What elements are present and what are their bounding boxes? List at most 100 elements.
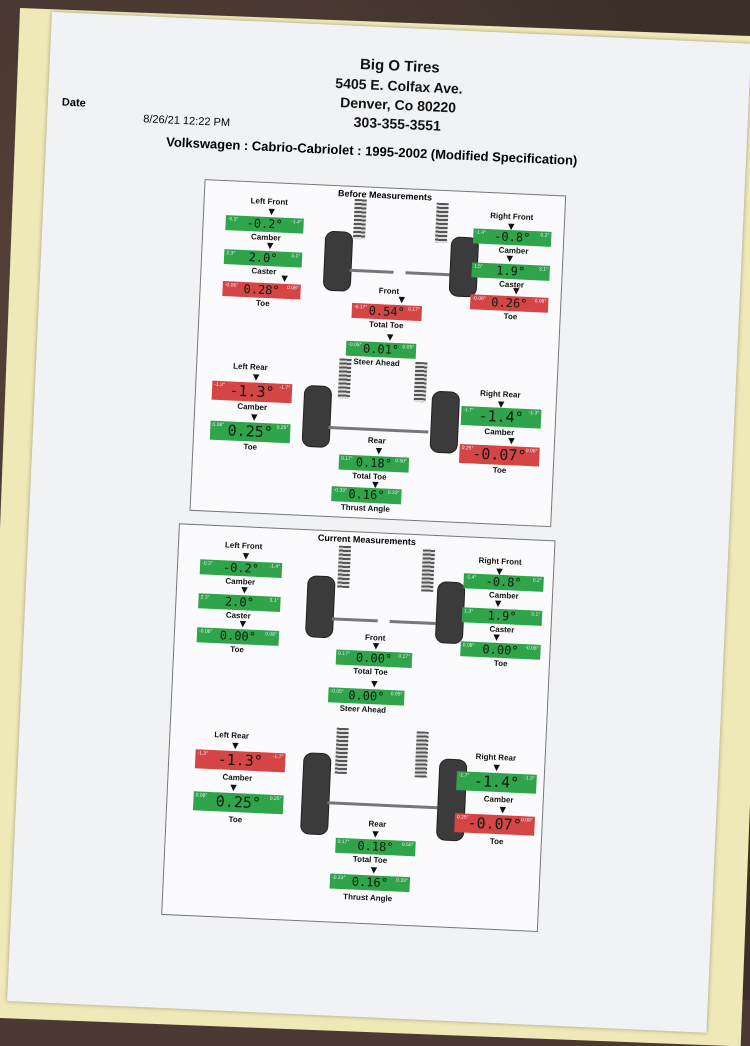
lf-camber-gauge: -0.3°-0.2°-1.4° <box>199 559 283 578</box>
before-measurements-panel: Before Measurements Left Front ▼ -0.3°-0… <box>189 179 567 528</box>
steer-ahead-label: Steer Ahead <box>353 357 401 369</box>
lr-toe-gauge: 0.08°0.25°0.25° <box>209 420 291 444</box>
rear-axle <box>327 801 438 810</box>
vehicle-spec: Volkswagen : Cabrio-Cabriolet : 1995-200… <box>165 134 578 168</box>
lf-toe-gauge: -0.08°0.00°0.08° <box>196 627 280 646</box>
spec-max: 0.17° <box>398 653 411 660</box>
spec-max: 0.08° <box>525 447 538 455</box>
spec-max: -0.08° <box>525 645 539 652</box>
spec-max: 3.1° <box>291 253 301 260</box>
rr-toe-gauge: 0.25°-0.07°0.08° <box>458 443 540 467</box>
toe-label: Toe <box>493 658 508 669</box>
left-front-tire <box>304 575 336 639</box>
rr-toe-gauge: 0.25°-0.07°0.08° <box>454 813 535 836</box>
alignment-printout: Big O Tires 5405 E. Colfax Ave. Denver, … <box>7 12 750 1033</box>
left-front-strut <box>353 198 367 240</box>
spec-max: 0.33° <box>396 877 409 885</box>
measurement-value: 0.25° <box>215 792 262 813</box>
spec-max: 3.1° <box>531 611 541 618</box>
rear-total-toe-gauge: 0.17°0.18°0.50° <box>338 454 410 473</box>
spec-max: -1.4° <box>290 219 302 226</box>
left-front-control-arm <box>349 268 394 274</box>
rf-camber-gauge: -1.4°-0.8°0.2° <box>472 228 552 247</box>
lr-camber-gauge: -1.3°-1.3°-1.7° <box>194 749 286 773</box>
steer-ahead-gauge: -0.05°0.01°0.05° <box>345 340 417 359</box>
left-rear-tire <box>301 384 333 449</box>
spec-max: -1.4° <box>269 563 281 570</box>
date-label: Date <box>61 96 86 110</box>
front-total-toe-gauge: -0.17°0.54°0.17° <box>351 302 423 322</box>
lf-camber-gauge: -0.3°-0.2°-1.4° <box>225 215 304 234</box>
measurement-value: -1.3° <box>217 750 264 771</box>
rr-camber-gauge: -1.7°-1.4°-1.3° <box>456 771 537 794</box>
spec-max: 0.08° <box>286 284 299 292</box>
spec-max: 0.08° <box>534 298 547 305</box>
spec-max: 3.1° <box>538 266 548 273</box>
spec-max: 0.05° <box>390 691 403 698</box>
spec-max: 0.05° <box>402 344 415 351</box>
front-total-toe-gauge: 0.17°0.00°0.17° <box>335 649 413 668</box>
spec-max: 0.08° <box>520 817 533 824</box>
toe-label: Toe <box>492 465 507 476</box>
rear-axle <box>328 425 429 434</box>
total-toe-label: Total Toe <box>368 319 404 331</box>
left-front-control-arm <box>331 617 378 623</box>
right-rear-tire <box>429 390 461 454</box>
right-rear-strut <box>413 361 428 403</box>
rr-camber-gauge: -1.7°-1.4°-1.3° <box>460 405 542 429</box>
rf-caster-gauge: 1.3°1.9°3.1° <box>461 607 543 626</box>
left-rear-tire <box>299 752 332 836</box>
toe-label: Toe <box>489 836 504 847</box>
thrust-angle-label: Thrust Angle <box>340 502 391 514</box>
measurement-value: 2.0° <box>224 594 255 610</box>
spec-max: 0.50° <box>395 458 408 465</box>
rf-camber-gauge: -1.4°-0.8°0.2° <box>463 573 544 592</box>
rear-total-toe-gauge: 0.17°0.18°0.50° <box>335 837 416 857</box>
spec-max: -1.3° <box>523 775 535 782</box>
spec-max: 0.25° <box>276 424 289 432</box>
toe-label: Toe <box>243 442 258 452</box>
right-rear-strut <box>414 731 429 778</box>
lf-caster-gauge: 2.3°2.0°3.1° <box>198 593 281 612</box>
spec-max: 0.2° <box>532 577 542 584</box>
thrust-angle-gauge: -0.33°0.16°0.33° <box>331 486 402 505</box>
spec-max: 0.17° <box>408 306 420 313</box>
toe-label: Toe <box>503 311 518 322</box>
spec-max: 0.08° <box>265 631 278 638</box>
spec-max: 0.2° <box>540 232 550 239</box>
right-front-control-arm <box>405 271 450 277</box>
left-front-tire <box>322 230 354 292</box>
left-rear-strut <box>334 727 349 775</box>
right-front-strut <box>434 202 449 244</box>
lf-toe-gauge: -0.06°0.28°0.08° <box>222 281 301 300</box>
spec-max: 0.50° <box>401 841 414 849</box>
toe-label: Toe <box>228 814 243 825</box>
lr-camber-gauge: -1.3°-1.3°-1.7° <box>211 380 293 404</box>
right-front-strut <box>421 549 435 592</box>
right-front-tire <box>434 581 466 645</box>
rf-toe-gauge: -0.06°0.26°0.08° <box>469 294 549 313</box>
lf-caster-gauge: 2.3°2.0°3.1° <box>223 249 303 268</box>
left-front-strut <box>337 545 352 589</box>
caster-label: Caster <box>251 266 277 277</box>
total-toe-label: Total Toe <box>353 666 388 677</box>
left-rear-strut <box>337 358 352 399</box>
steer-ahead-label: Steer Ahead <box>339 703 387 715</box>
spec-max: -1.7° <box>272 753 284 761</box>
right-front-control-arm <box>389 619 436 626</box>
toe-label: Toe <box>255 298 270 309</box>
toe-label: Toe <box>230 644 245 655</box>
date-value: 8/26/21 12:22 PM <box>142 113 231 130</box>
spec-max: 0.33° <box>387 489 400 497</box>
rf-toe-gauge: 0.08°0.00°-0.08° <box>460 641 541 660</box>
spec-max: 3.1° <box>269 597 279 604</box>
thrust-angle-label: Thrust Angle <box>342 892 393 904</box>
thrust-angle-gauge: -0.33°0.16°0.33° <box>329 873 411 893</box>
spec-max: -1.3° <box>528 410 540 417</box>
spec-max: -1.7° <box>279 384 291 392</box>
lr-toe-gauge: 0.08°0.25°0.25° <box>192 791 284 815</box>
rear-label: Rear <box>367 435 386 446</box>
rf-caster-gauge: 1.5°1.9°3.1° <box>471 262 550 281</box>
spec-max: 0.25° <box>269 795 282 803</box>
current-measurements-panel: Current Measurements Left Front ▼ -0.3°-… <box>161 523 556 932</box>
